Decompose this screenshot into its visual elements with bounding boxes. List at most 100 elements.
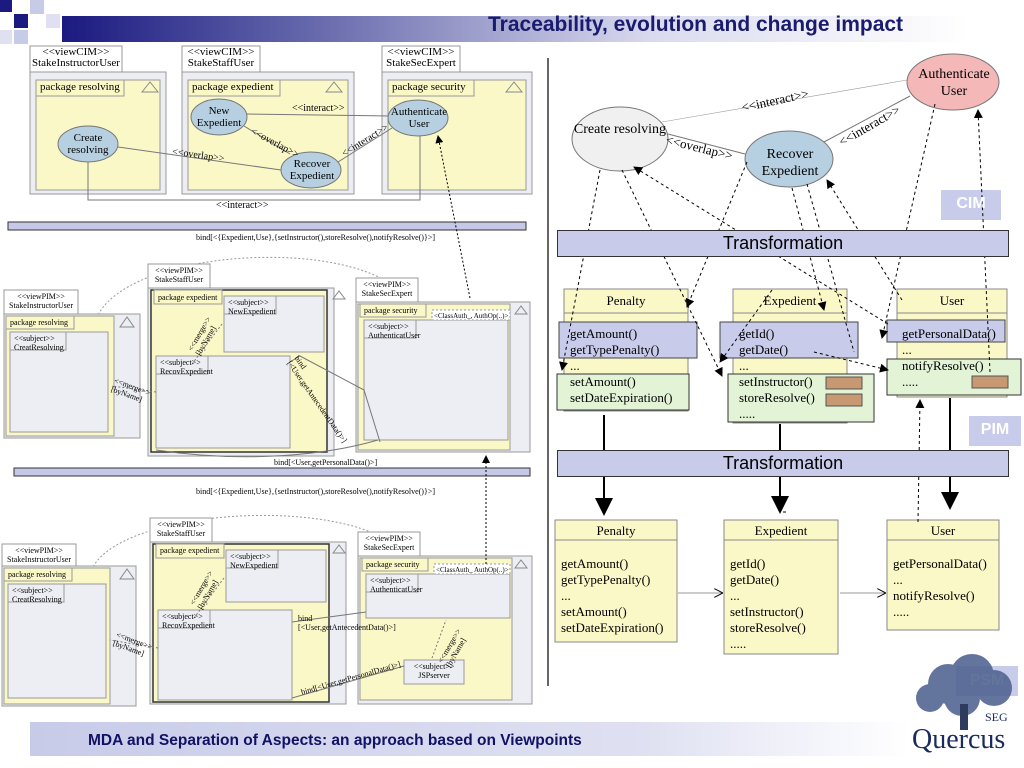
package-label: package security xyxy=(366,560,420,569)
op: getTypePenalty() xyxy=(570,342,660,357)
psm-expedient-ops: getId() getDate() ... setInstructor() st… xyxy=(730,556,806,652)
pim-bind-top: bind[<{Expedient,Use},{setInstructor(),s… xyxy=(196,233,435,242)
quercus-logo xyxy=(916,654,1012,730)
op: setAmount() xyxy=(570,374,636,389)
usecase-new-expedient: New Expedient xyxy=(196,105,242,129)
op: storeResolve() xyxy=(730,620,806,635)
psm-subject-1: <<subject>> CreatResolving xyxy=(12,586,62,604)
package-label: package expedient xyxy=(192,81,274,93)
pim-expedient-ops: getId() getDate() ... setInstructor() st… xyxy=(739,326,815,422)
usecase-recover-expedient: Recover Expedient xyxy=(289,158,335,182)
stereotype: <<subject>> xyxy=(12,586,53,595)
left-psm-row xyxy=(1,514,533,707)
psm-view-instructor xyxy=(1,543,137,707)
pim-subject-3: <<subject>> RecovExpedient xyxy=(160,358,213,376)
subject-name: AuthenticatUser xyxy=(368,331,421,340)
pim-label: PIM xyxy=(980,421,1010,438)
op: getPersonalData() xyxy=(902,326,996,341)
transformation-band-2: Transformation xyxy=(557,450,1009,477)
left-cim-view-3-title: <<viewCIM>> StakeSecExpert xyxy=(382,47,460,69)
op: getId() xyxy=(739,326,775,341)
pim-subject-2: <<subject>> NewExpedient xyxy=(228,298,276,316)
subject-name: CreatResolving xyxy=(12,595,62,604)
op: getDate() xyxy=(730,572,780,587)
pim-view-security xyxy=(355,277,531,453)
op: getId() xyxy=(730,556,766,571)
pim-view-3-title: <<viewPIM>> StakeSecExpert xyxy=(356,280,418,298)
footer-bar xyxy=(30,722,910,756)
usecase-authenticate-user: Authenticate User xyxy=(390,106,448,130)
op: ... xyxy=(561,588,571,603)
view-name: StakeInstructorUser xyxy=(32,57,120,69)
stereotype: <<viewPIM>> xyxy=(365,534,413,543)
op: getTypePenalty() xyxy=(561,572,651,587)
view-name: StakeSecExpert xyxy=(361,289,413,298)
op: notifyResolve() xyxy=(893,588,975,603)
view-name: StakeSecExpert xyxy=(363,543,415,552)
op: notifyResolve() xyxy=(902,358,984,373)
class-auth: <ClassAuth_ AuthOp(..)> xyxy=(436,566,509,574)
usecase-authenticate-user: Authenticate User xyxy=(918,67,990,99)
package-label: package resolving xyxy=(8,570,66,579)
op: ... xyxy=(570,358,580,373)
op: setDateExpiration() xyxy=(570,390,673,405)
pim-view-staff xyxy=(147,263,346,457)
package-label: package expedient xyxy=(158,293,218,302)
stereotype: <<subject>> xyxy=(162,612,203,621)
rel-interact: <<interact>> xyxy=(216,200,269,211)
view-name: StakeInstructorUser xyxy=(7,555,71,564)
op: getDate() xyxy=(739,342,789,357)
stereotype: <<viewPIM>> xyxy=(17,292,65,301)
psm-subject-5: <<subject>> JSPserver xyxy=(406,662,462,680)
psm-view-staff xyxy=(149,517,347,705)
psm-subject-3: <<subject>> RecovExpedient xyxy=(162,612,215,630)
bind-params: [<User,getAntecedentData()>] xyxy=(298,623,396,632)
op: ... xyxy=(902,342,912,357)
pim-view-2-title: <<viewPIM>> StakeStaffUser xyxy=(148,266,210,284)
subject-name: AuthenticatUser xyxy=(370,585,423,594)
psm-bind-mid: bind[<User,getAntecedentData()>] xyxy=(298,614,396,632)
stereotype: <<subject>> xyxy=(160,358,201,367)
right-diagram xyxy=(554,53,1022,696)
psm-class-penalty xyxy=(554,519,678,643)
op: storeResolve() xyxy=(739,390,815,405)
left-pim-row xyxy=(3,256,531,477)
pim-penalty-ops: getAmount() getTypePenalty() ... setAmou… xyxy=(570,326,673,406)
stereotype: <<viewCIM>> xyxy=(387,46,455,58)
usecase-create-resolving: Create resolving xyxy=(573,122,667,137)
pim-user-ops: getPersonalData() ... notifyResolve() ..… xyxy=(902,326,996,390)
stereotype: <<subject>> xyxy=(368,322,409,331)
tree-trunk-icon xyxy=(960,704,968,730)
stereotype: <<subject>> xyxy=(228,298,269,307)
subject-name: NewExpedient xyxy=(230,561,278,570)
psm-subject-4: <<subject>> AuthenticatUser xyxy=(370,576,422,594)
pim-bind-bottom: bind[<User,getPersonalData()>] xyxy=(274,458,378,467)
op: ..... xyxy=(902,374,919,389)
class-name: Penalty xyxy=(596,523,636,538)
op: ... xyxy=(739,358,749,373)
subject-name: NewExpedient xyxy=(228,307,276,316)
view-name: StakeStaffUser xyxy=(154,275,204,284)
page-title: Traceability, evolution and change impac… xyxy=(488,13,904,36)
left-cim-view-2-title: <<viewCIM>> StakeStaffUser xyxy=(182,47,260,69)
view-name: StakeStaffUser xyxy=(187,57,255,69)
stereotype: <<viewPIM>> xyxy=(155,266,203,275)
op: getPersonalData() xyxy=(893,556,987,571)
pim-class-penalty xyxy=(556,288,698,412)
stereotype: <<viewPIM>> xyxy=(363,280,411,289)
package-label: package resolving xyxy=(10,318,68,327)
stereotype: <<viewCIM>> xyxy=(187,46,255,58)
left-cim-view-1-title: <<viewCIM>> StakeInstructorUser xyxy=(30,47,122,69)
vertical-divider xyxy=(547,58,549,686)
class-name: User xyxy=(930,523,956,538)
stereotype: <<subject>> xyxy=(230,552,271,561)
package-label: package security xyxy=(392,81,466,93)
logo-seg: SEG xyxy=(985,710,1008,724)
bind-label: bind xyxy=(298,614,313,623)
psm-user-ops: getPersonalData() ... notifyResolve() ..… xyxy=(893,556,987,620)
psm-bind-top: bind[<{Expedient,Use},{setInstructor(),s… xyxy=(196,487,435,496)
footer-text: MDA and Separation of Aspects: an approa… xyxy=(88,732,582,749)
view-name: StakeStaffUser xyxy=(156,529,206,538)
psm-view-1-title: <<viewPIM>> StakeInstructorUser xyxy=(2,546,76,564)
subject-name: RecovExpedient xyxy=(162,621,215,630)
